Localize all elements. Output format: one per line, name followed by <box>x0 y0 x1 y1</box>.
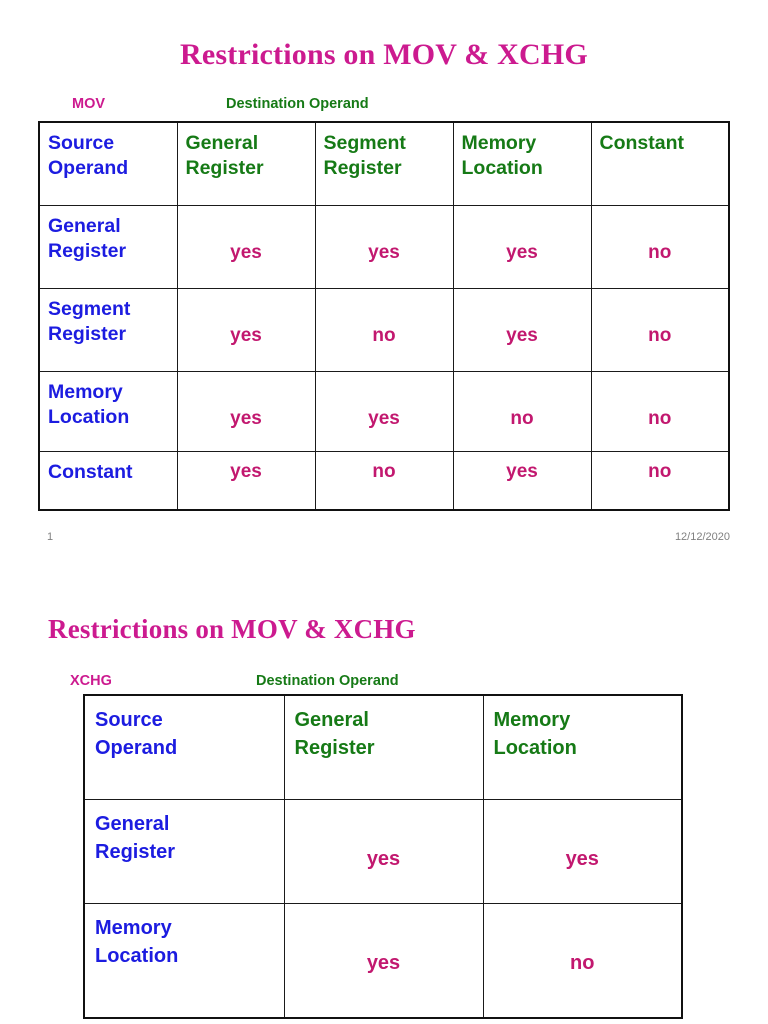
value-cell: yes <box>176 205 316 289</box>
value-cell: yes <box>283 903 484 1019</box>
value-cell: yes <box>176 451 316 511</box>
table-row: General Register yes yes yes no <box>38 205 730 289</box>
table-row: Segment Register yes no yes no <box>38 288 730 372</box>
row-header-line1: Memory <box>48 381 123 403</box>
corner-header-cell: Source Operand <box>83 694 285 800</box>
table-header-row: Source Operand General Register Segment … <box>38 121 730 206</box>
cell-value: no <box>570 952 595 974</box>
value-cell: yes <box>314 205 454 289</box>
column-header-line2: Location <box>461 157 543 179</box>
value-cell: yes <box>176 371 316 452</box>
instruction-label-mov: MOV <box>72 96 106 112</box>
row-header-line1: Constant <box>48 461 133 483</box>
cell-value: yes <box>506 461 538 482</box>
cell-value: no <box>648 242 672 263</box>
cell-value: no <box>648 408 672 429</box>
value-cell: yes <box>452 288 592 372</box>
cell-value: no <box>372 325 396 346</box>
column-header-line2: Location <box>493 737 577 759</box>
row-header-line2: Register <box>95 841 176 863</box>
column-header-line1: Memory <box>493 709 571 731</box>
column-header-line1: General <box>185 132 259 154</box>
row-header-line2: Location <box>95 945 179 967</box>
value-cell: no <box>590 371 730 452</box>
column-header-cell: Memory Location <box>452 121 592 206</box>
corner-header-line2: Operand <box>48 157 129 179</box>
slide-mov: Restrictions on MOV & XCHG MOV Destinati… <box>38 38 730 543</box>
page-title: Restrictions on MOV & XCHG <box>180 38 588 71</box>
column-header-line1: General <box>294 709 369 731</box>
column-header-line2: Register <box>294 737 375 759</box>
mov-restrictions-table: Source Operand General Register Segment … <box>38 121 730 511</box>
cell-value: yes <box>565 848 599 870</box>
cell-value: no <box>648 461 672 482</box>
table-row: Memory Location yes no <box>83 903 683 1019</box>
cell-value: yes <box>368 242 400 263</box>
value-cell: yes <box>452 451 592 511</box>
destination-operand-label-2: Destination Operand <box>256 673 399 689</box>
corner-header-line1: Source <box>95 709 163 731</box>
column-header-line2: Register <box>185 157 264 179</box>
value-cell: no <box>452 371 592 452</box>
table-row: General Register yes yes <box>83 799 683 904</box>
table-header-row: Source Operand General Register Memory L… <box>83 694 683 800</box>
row-header-line1: General <box>48 215 121 237</box>
column-header-cell: Constant <box>590 121 730 206</box>
corner-header-line1: Source <box>48 132 115 154</box>
value-cell: no <box>590 451 730 511</box>
row-header-cell: General Register <box>38 205 178 289</box>
value-cell: yes <box>314 371 454 452</box>
table-row: Constant yes no yes no <box>38 451 730 511</box>
column-header-line1: Memory <box>461 132 537 154</box>
column-header-cell: General Register <box>176 121 316 206</box>
value-cell: no <box>590 205 730 289</box>
corner-header-line2: Operand <box>95 737 178 759</box>
row-header-cell: General Register <box>83 799 285 904</box>
column-header-cell: General Register <box>283 694 484 800</box>
cell-value: yes <box>230 461 262 482</box>
cell-value: yes <box>230 408 262 429</box>
instruction-label-xchg: XCHG <box>70 673 112 689</box>
row-header-cell: Memory Location <box>83 903 285 1019</box>
table-row: Memory Location yes yes no no <box>38 371 730 452</box>
cell-value: yes <box>368 408 400 429</box>
row-header-cell: Segment Register <box>38 288 178 372</box>
xchg-restrictions-table: Source Operand General Register Memory L… <box>83 694 683 1019</box>
page-number: 1 <box>47 531 54 543</box>
cell-value: yes <box>230 325 262 346</box>
slide-date: 12/12/2020 <box>674 531 730 543</box>
cell-value: yes <box>230 242 262 263</box>
value-cell: yes <box>482 799 683 904</box>
cell-value: yes <box>366 952 401 974</box>
cell-value: no <box>372 461 396 482</box>
column-header-line1: Segment <box>323 132 406 154</box>
column-header-cell: Memory Location <box>482 694 683 800</box>
row-header-line1: Memory <box>95 917 172 939</box>
row-header-line2: Register <box>48 240 127 262</box>
value-cell: yes <box>176 288 316 372</box>
row-header-line1: General <box>95 813 170 835</box>
row-header-cell: Memory Location <box>38 371 178 452</box>
row-header-cell: Constant <box>38 451 178 511</box>
value-cell: no <box>482 903 683 1019</box>
value-cell: no <box>590 288 730 372</box>
value-cell: yes <box>283 799 484 904</box>
column-header-line2: Register <box>323 157 402 179</box>
value-cell: no <box>314 288 454 372</box>
row-header-line2: Location <box>48 406 130 428</box>
column-header-cell: Segment Register <box>314 121 454 206</box>
value-cell: yes <box>452 205 592 289</box>
column-header-line1: Constant <box>599 132 685 154</box>
page-title-2: Restrictions on MOV & XCHG <box>48 614 416 644</box>
cell-value: no <box>510 408 534 429</box>
cell-value: yes <box>506 242 538 263</box>
value-cell: no <box>314 451 454 511</box>
cell-value: yes <box>366 848 401 870</box>
row-header-line1: Segment <box>48 298 131 320</box>
row-header-line2: Register <box>48 323 127 345</box>
corner-header-cell: Source Operand <box>38 121 178 206</box>
cell-value: yes <box>506 325 538 346</box>
cell-value: no <box>648 325 672 346</box>
destination-operand-label: Destination Operand <box>226 96 369 112</box>
